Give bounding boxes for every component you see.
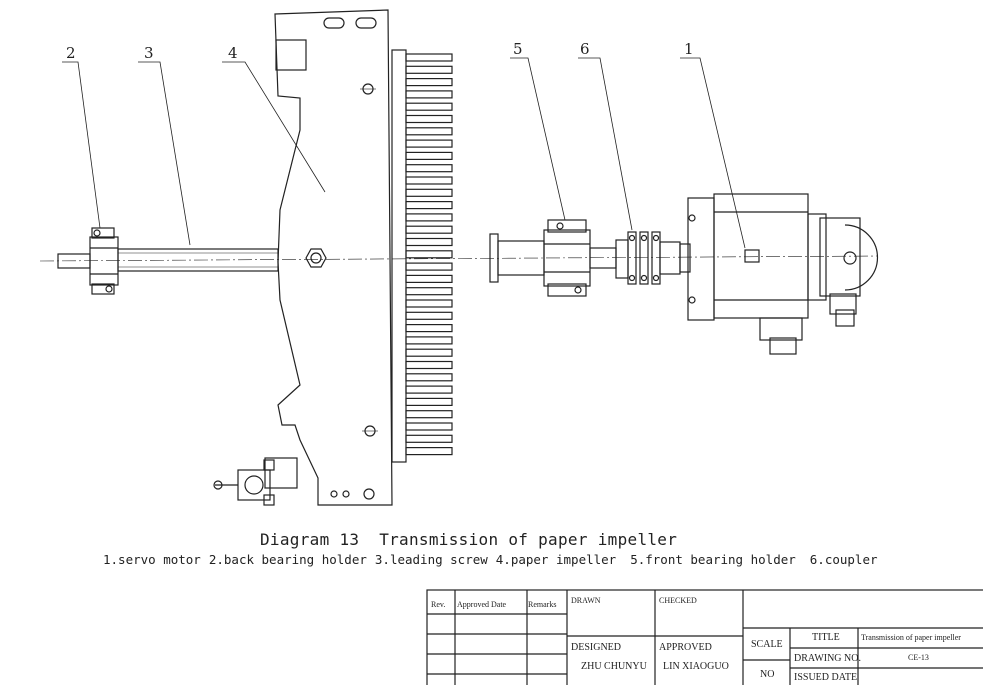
diagram-caption-title: Diagram 13 Transmission of paper impelle…: [260, 530, 678, 549]
impeller-tooth: [405, 90, 453, 99]
title-block: [426, 589, 983, 685]
center-axis: [39, 255, 879, 262]
diagram-legend: 1.servo motor 2.back bearing holder 3.le…: [103, 552, 878, 567]
impeller-tooth: [405, 422, 453, 431]
legend-item-3: 3.leading screw: [374, 552, 488, 567]
impeller-tooth: [405, 164, 453, 173]
coupler: [615, 231, 681, 285]
tb-designer-name: ZHU CHUNYU: [581, 661, 647, 672]
callout-2: 2: [66, 44, 76, 62]
impeller-tooth: [405, 53, 453, 62]
tb-title-value: Transmission of paper impeller: [861, 633, 961, 642]
leader-lines: [62, 57, 746, 249]
tb-title-label: TITLE: [812, 632, 840, 643]
impeller-tooth: [405, 336, 453, 345]
impeller-comb-teeth: [391, 49, 453, 463]
legend-item-6: 6.coupler: [809, 552, 878, 567]
impeller-tooth: [405, 274, 453, 283]
impeller-tooth: [405, 176, 453, 185]
tb-drawn-label: DRAWN: [571, 596, 601, 605]
tb-scale-label: SCALE: [751, 639, 783, 650]
impeller-tooth: [405, 65, 453, 74]
impeller-tooth: [405, 299, 453, 308]
tb-rev-header: Rev.: [431, 600, 446, 609]
tb-issued-date-label: ISSUED DATE: [794, 672, 858, 683]
paper-impeller-plate: [213, 9, 393, 506]
legend-item-2: 2.back bearing holder: [208, 552, 367, 567]
callout-3: 3: [144, 44, 154, 62]
impeller-tooth: [405, 188, 453, 197]
callout-1: 1: [684, 40, 694, 58]
impeller-comb-spine: [391, 49, 407, 463]
legend-item-4: 4.paper impeller: [495, 552, 617, 567]
impeller-tooth: [405, 385, 453, 394]
impeller-tooth: [405, 225, 453, 234]
impeller-tooth: [405, 139, 453, 148]
impeller-tooth: [405, 360, 453, 370]
legend-item-1: 1.servo motor: [103, 552, 201, 567]
impeller-tooth: [405, 373, 453, 382]
impeller-tooth: [405, 151, 453, 160]
tb-approved-date-header: Approved Date: [457, 600, 507, 609]
tb-checked-label: CHECKED: [659, 596, 697, 605]
tb-drawing-no-label: DRAWING NO.: [794, 653, 861, 664]
tb-drawing-no-value: CE-13: [908, 653, 929, 662]
callout-5: 5: [513, 40, 523, 58]
tb-approved-label: APPROVED: [659, 642, 712, 653]
legend-item-5: 5.front bearing holder: [630, 552, 796, 567]
front-bearing-holder: [489, 219, 617, 297]
impeller-tooth: [405, 237, 453, 247]
impeller-tooth: [405, 397, 453, 406]
impeller-tooth: [405, 311, 453, 320]
callout-6: 6: [580, 40, 590, 58]
impeller-tooth: [405, 77, 453, 87]
impeller-tooth: [405, 114, 453, 124]
impeller-tooth: [405, 410, 453, 419]
impeller-tooth: [405, 250, 453, 259]
impeller-tooth: [405, 262, 453, 271]
servo-motor: [679, 193, 879, 355]
tb-approver-name: LIN XIAOGUO: [663, 661, 729, 672]
impeller-tooth: [405, 447, 453, 456]
tb-designed-label: DESIGNED: [571, 642, 621, 653]
impeller-tooth: [405, 434, 453, 443]
impeller-tooth: [405, 201, 453, 210]
callout-4: 4: [228, 44, 238, 62]
impeller-tooth: [405, 348, 453, 357]
impeller-tooth: [405, 102, 453, 111]
impeller-tooth: [405, 213, 453, 222]
tb-no-label: NO: [760, 669, 775, 680]
tb-remarks-header: Remarks: [528, 600, 557, 609]
impeller-tooth: [405, 287, 453, 296]
impeller-tooth: [405, 127, 453, 136]
impeller-tooth: [405, 324, 453, 333]
